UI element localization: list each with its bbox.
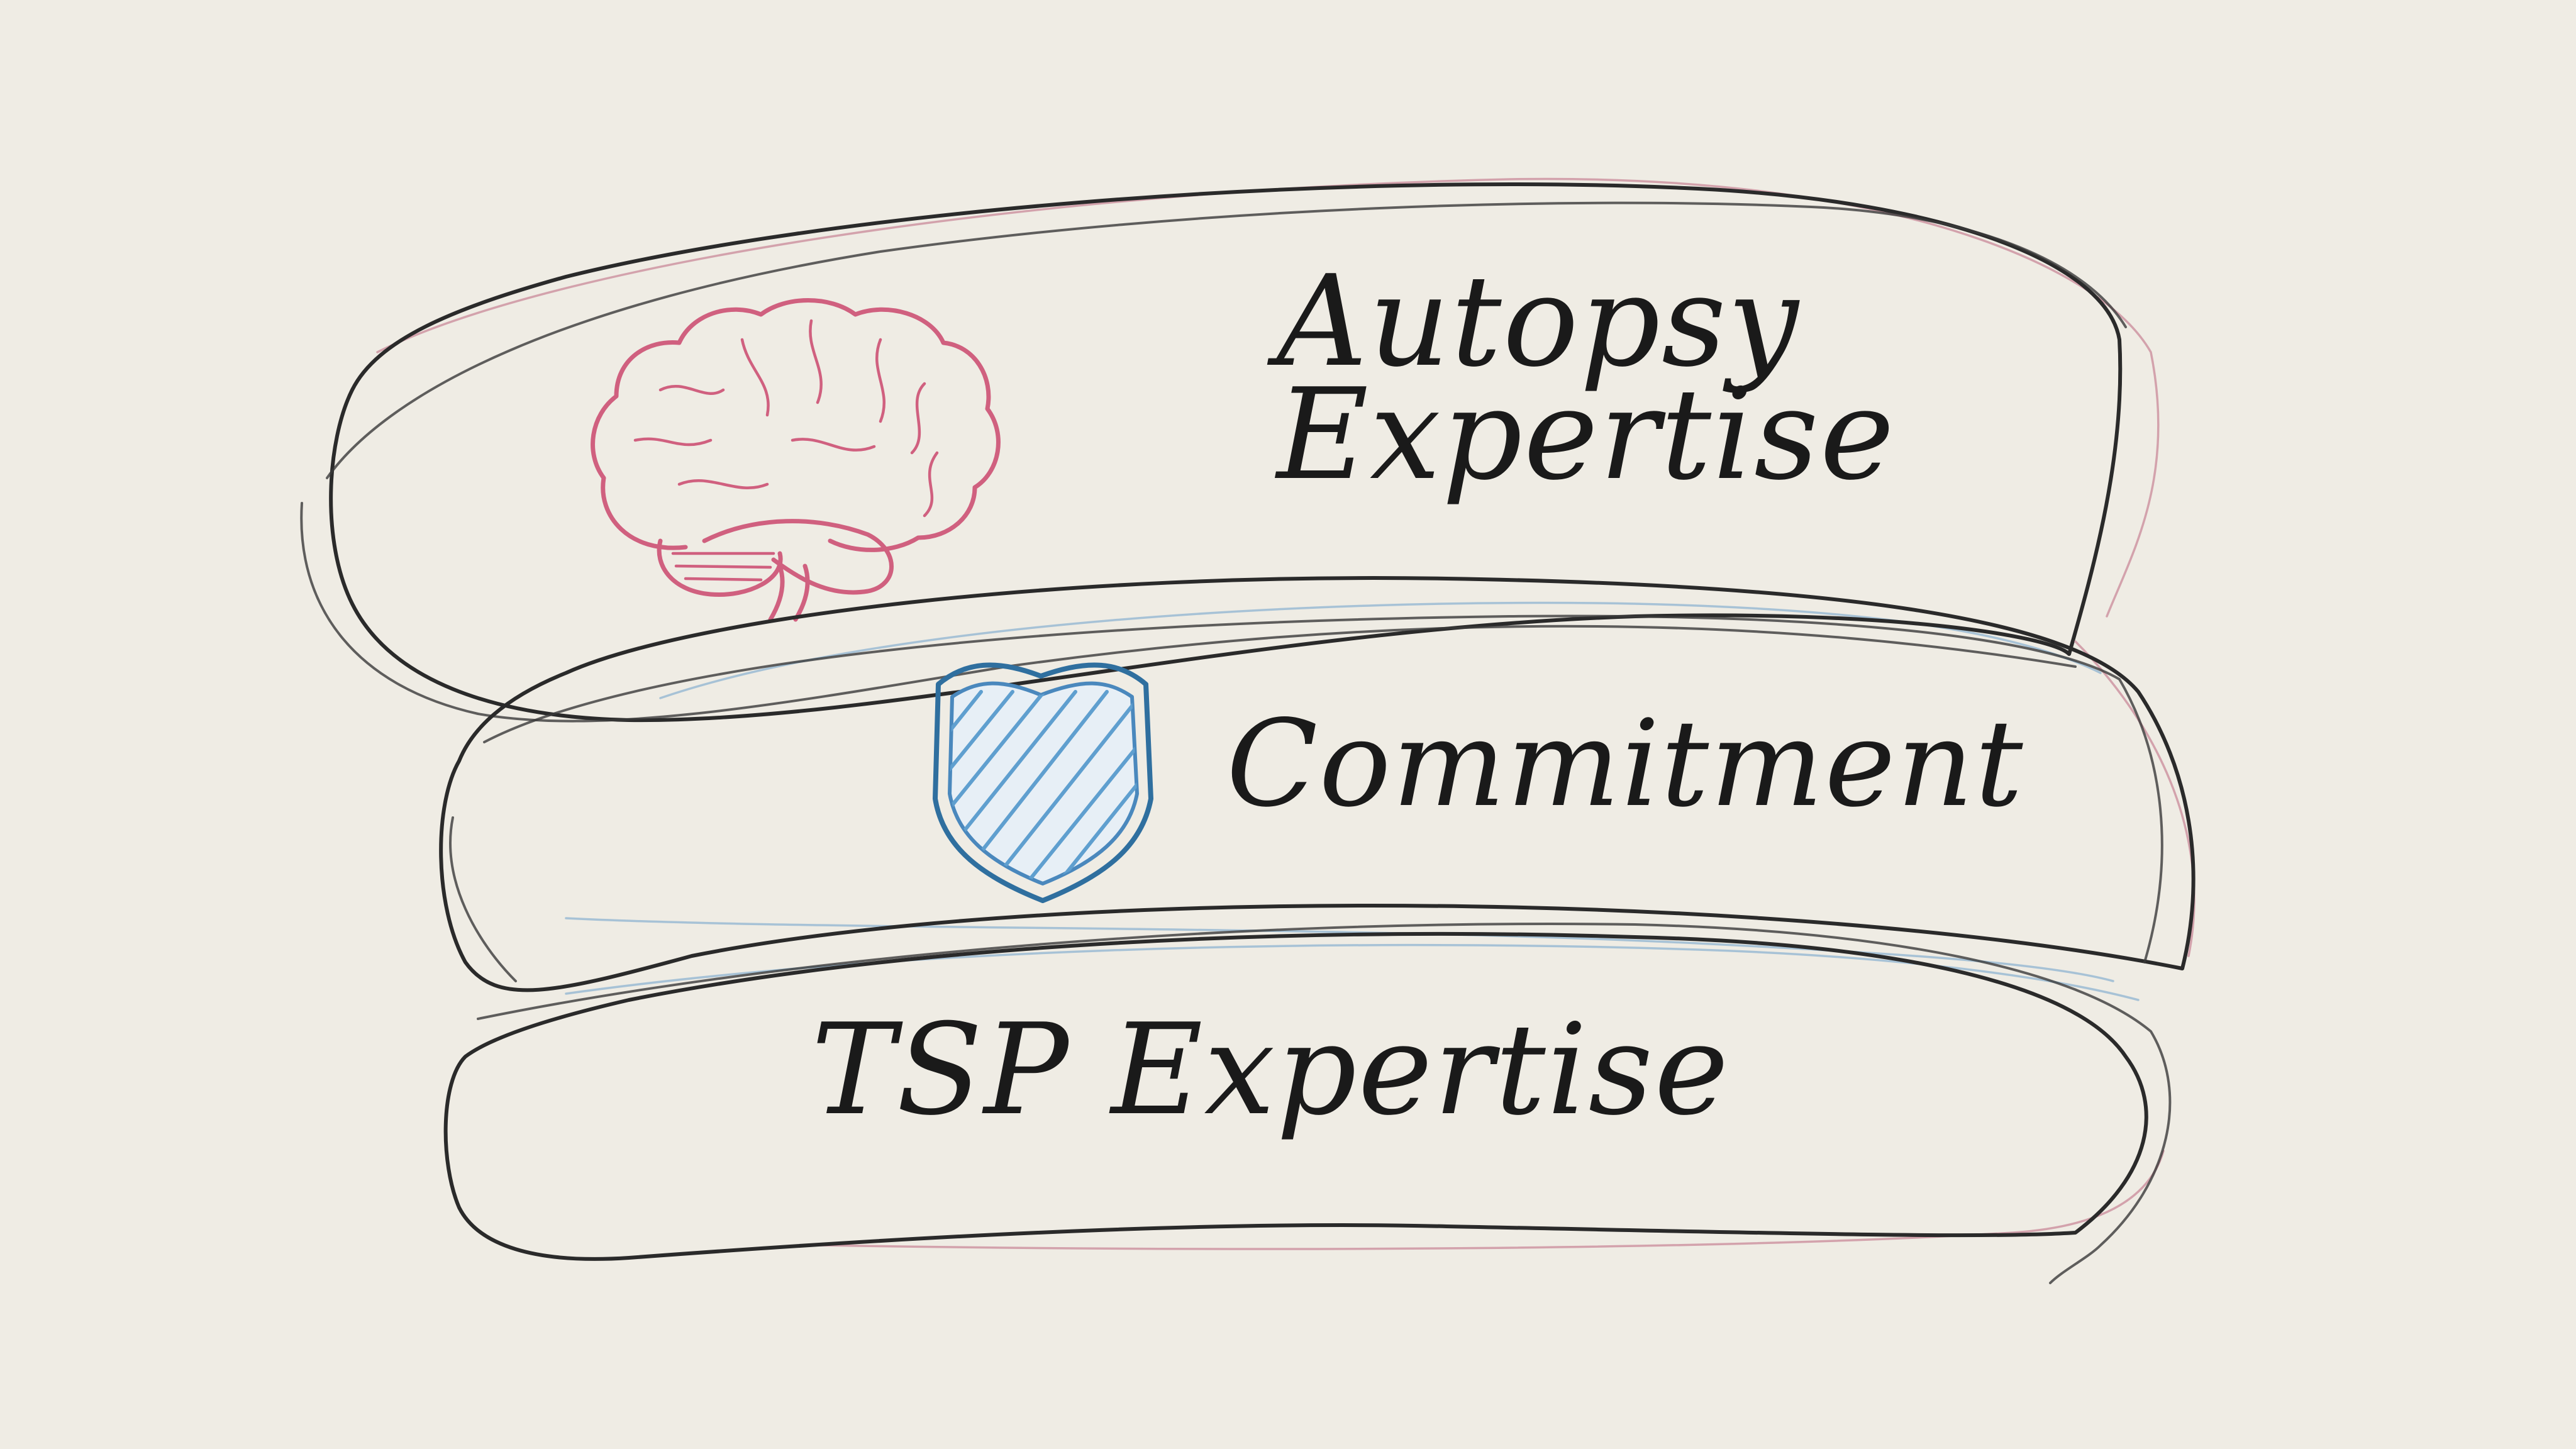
layer-autopsy-expertise: Autopsy Expertise (300, 177, 2160, 723)
layer-autopsy-outline (329, 182, 2123, 723)
layer-commitment: Commitment (439, 576, 2196, 992)
layer-commitment-outline-double (449, 614, 2163, 982)
layer-tsp-label: TSP Expertise (811, 997, 1730, 1143)
layer-tsp-outline-double (477, 923, 2172, 1284)
layer-autopsy-ghost-outline-blue (659, 601, 2102, 699)
shield-icon (933, 662, 1153, 903)
layer-tsp-expertise: TSP Expertise (443, 923, 2172, 1284)
layer-tsp-ghost-outline (816, 1150, 2165, 1250)
layer-autopsy-ghost-outline (376, 177, 2160, 618)
layer-autopsy-label-line2: Expertise (1274, 362, 1896, 508)
layer-tsp-outline (443, 931, 2148, 1261)
brain-icon (591, 298, 1001, 622)
layer-commitment-label: Commitment (1226, 694, 2024, 833)
layer-autopsy-outline-double (300, 201, 2127, 723)
layer-commitment-outline (439, 576, 2196, 992)
layer-autopsy-label-line1: Autopsy (1267, 248, 1801, 395)
layer-tsp-ghost-outline-blue (565, 943, 2140, 1001)
